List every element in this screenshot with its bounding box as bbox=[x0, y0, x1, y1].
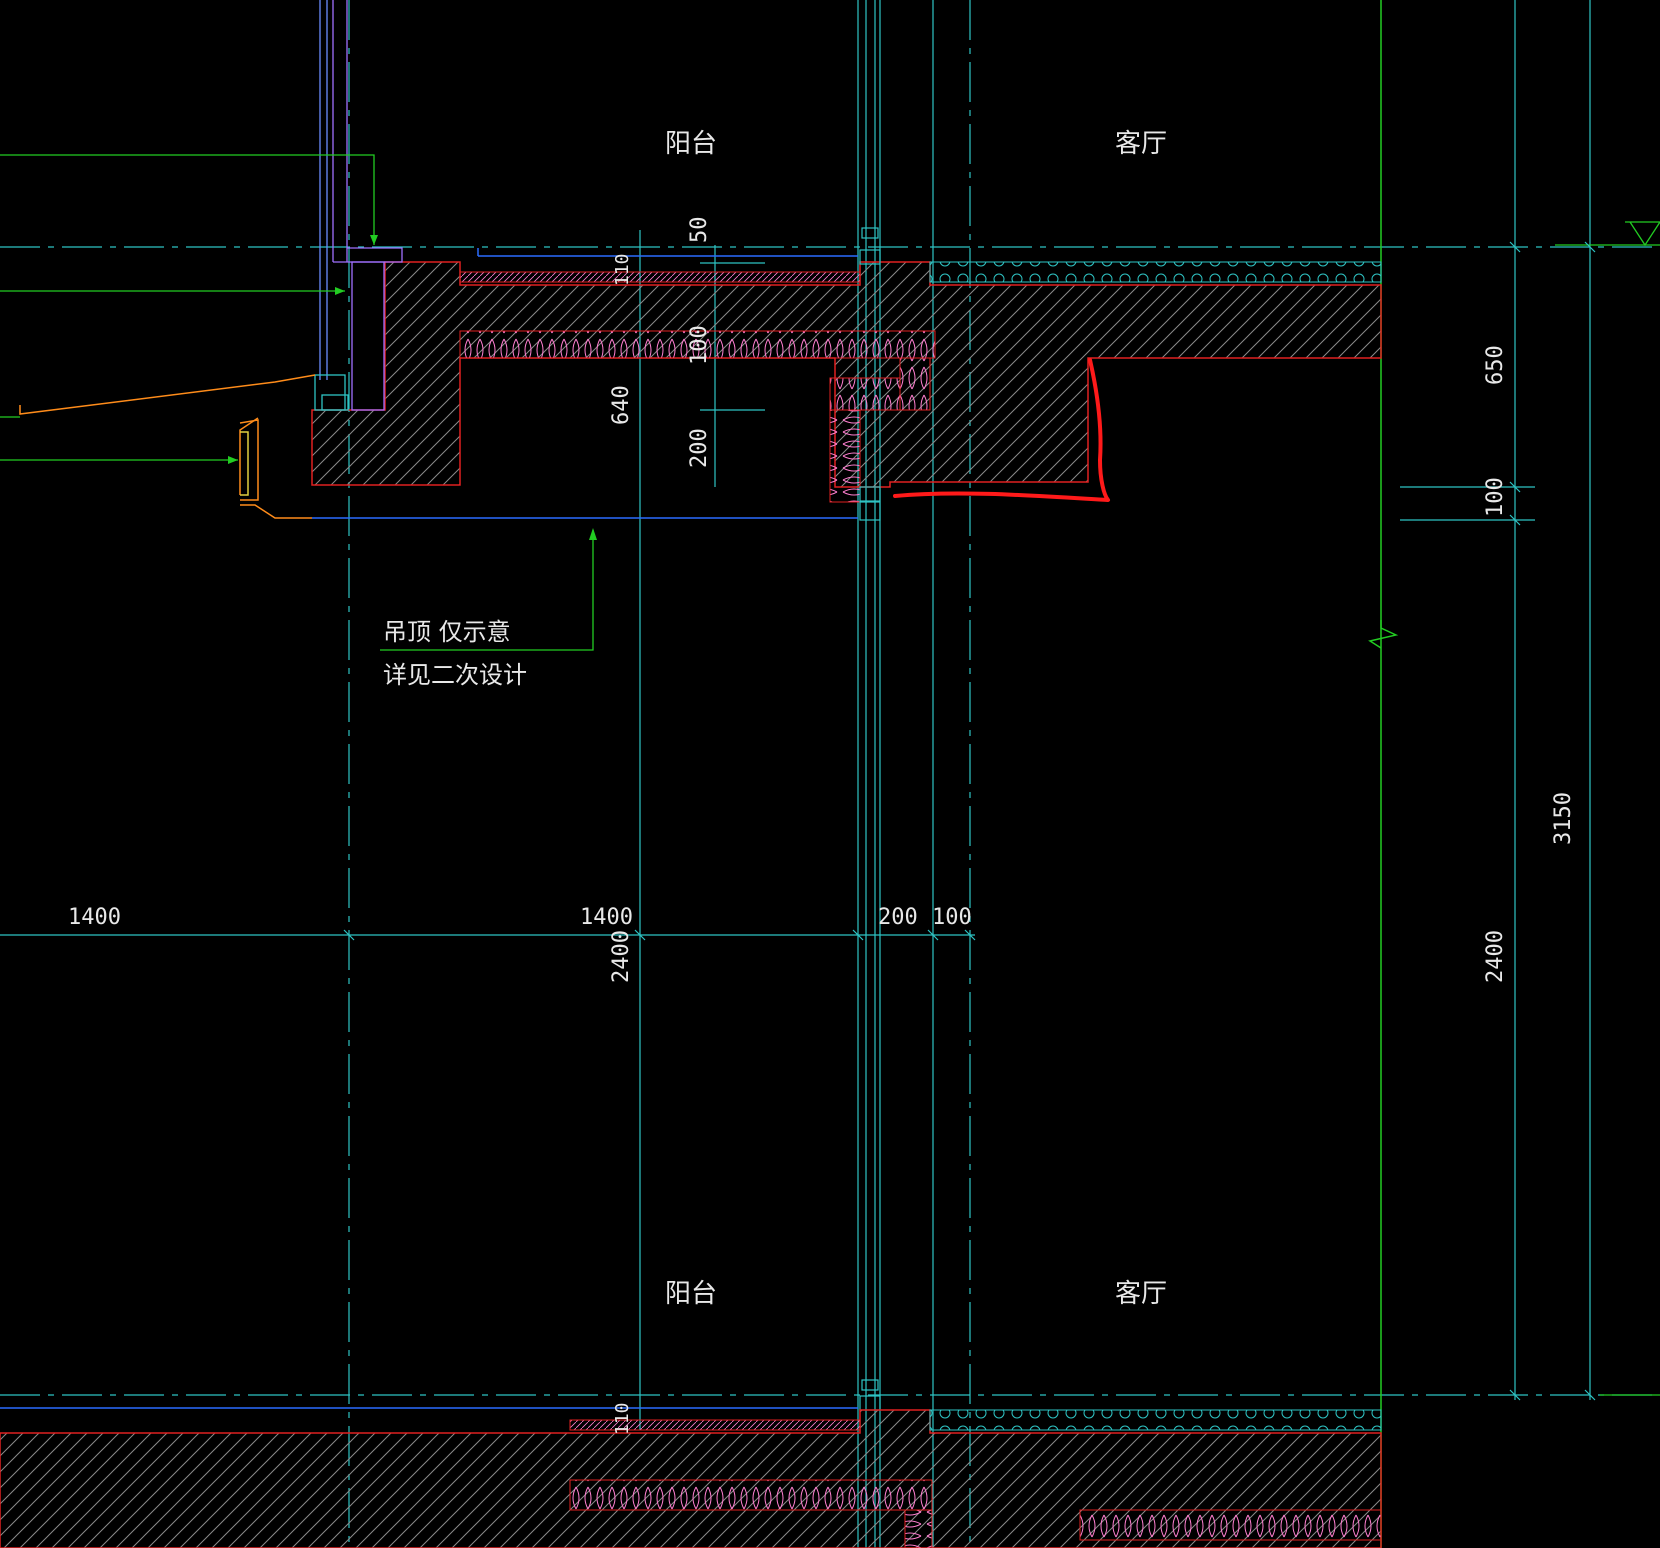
rail-yellow bbox=[240, 431, 249, 496]
dim-h-100: 100 bbox=[932, 905, 972, 930]
dim-h-1400-left: 1400 bbox=[68, 905, 121, 930]
railing bbox=[19, 374, 316, 519]
bottom-slab bbox=[0, 1409, 1382, 1548]
dim-v-200: 200 bbox=[687, 428, 712, 468]
red-markup bbox=[893, 358, 1110, 502]
ceiling-lines bbox=[0, 248, 858, 1409]
room-label-balcony-bottom: 阳台 bbox=[665, 1279, 717, 1309]
dim-v-50: 50 bbox=[687, 217, 712, 244]
room-label-living-bottom: 客厅 bbox=[1115, 1279, 1167, 1309]
room-label-living-top: 客厅 bbox=[1115, 129, 1167, 159]
left-frame bbox=[314, 0, 403, 411]
dim-v-2400-mid: 2400 bbox=[609, 930, 634, 983]
dim-v-640: 640 bbox=[609, 385, 634, 425]
green-leaders bbox=[0, 154, 1660, 1396]
dim-h-1400-mid: 1400 bbox=[580, 905, 633, 930]
dim-v-3150: 3150 bbox=[1551, 792, 1576, 845]
dim-v-100-right: 100 bbox=[1483, 477, 1508, 517]
dim-ticks bbox=[343, 241, 1596, 1401]
top-slab bbox=[311, 261, 1382, 503]
dim-v-110-bottom: 110 bbox=[612, 1402, 633, 1435]
dim-v-110-top: 110 bbox=[612, 253, 633, 286]
dim-v-100-inner: 100 bbox=[687, 325, 712, 365]
ceiling-note-line1: 吊顶 仅示意 bbox=[383, 618, 511, 646]
leader-arrows bbox=[228, 235, 597, 540]
dim-h-200: 200 bbox=[878, 905, 918, 930]
break-mark bbox=[1368, 620, 1399, 649]
window-frames bbox=[859, 227, 881, 1411]
room-label-balcony-top: 阳台 bbox=[665, 129, 717, 159]
dim-v-650: 650 bbox=[1483, 345, 1508, 385]
dim-v-2400-right: 2400 bbox=[1483, 930, 1508, 983]
ceiling-note-line2: 详见二次设计 bbox=[383, 661, 527, 689]
